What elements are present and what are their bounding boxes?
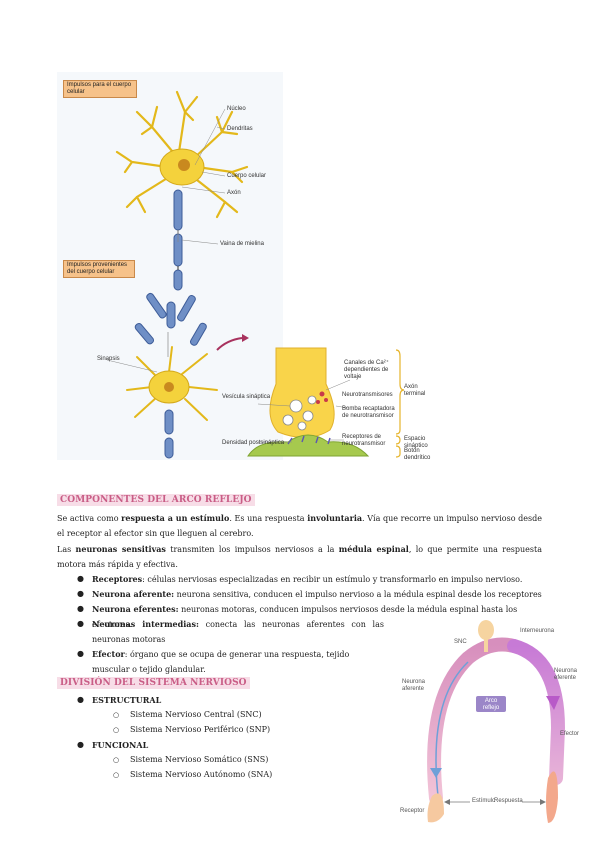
bullet-dot: ● xyxy=(77,619,84,628)
neuron-figure: Impulsos para el cuerpo celular Impulsos… xyxy=(57,72,283,460)
label-espacio: Espacio sináptico xyxy=(404,436,428,449)
bullet-dot: ● xyxy=(77,649,84,658)
label-estimulo: Estímulo xyxy=(472,798,496,804)
sub-item-sns: ○ Sistema Nervioso Somático (SNS) xyxy=(113,753,268,767)
impulse-box-middle: Impulsos provenientes del cuerpo celular xyxy=(63,260,135,278)
bullet-dot: ● xyxy=(77,604,84,613)
synapse-illustration xyxy=(247,347,405,458)
label-nucleo: Núcleo xyxy=(227,106,246,112)
label-receptores: Receptores de neurotransmisor xyxy=(342,434,386,447)
label-neurona-aferente: Neurona aferente xyxy=(402,679,426,692)
heading-division: DIVISIÓN DEL SISTEMA NERVIOSO xyxy=(57,677,250,689)
list-item-efector: ● Efector: órgano que se ocupa de genera… xyxy=(77,649,350,674)
list-item-neuronas-intermedias: ● Neuronas intermedias: conecta las neur… xyxy=(77,619,384,644)
label-interneurona: Interneurona xyxy=(520,628,555,634)
impulse-box-top: Impulsos para el cuerpo celular xyxy=(63,80,137,98)
label-efector: Efector xyxy=(560,731,580,737)
bullet-dot: ● xyxy=(77,589,84,598)
circle-bullet: ○ xyxy=(113,756,120,764)
reflex-arc-illustration xyxy=(427,620,566,823)
label-axon-terminal: Axón terminal xyxy=(404,384,426,397)
group-estructural: ● ESTRUCTURAL xyxy=(77,693,161,709)
sub-item-snc: ○ Sistema Nervioso Central (SNC) xyxy=(113,708,262,722)
sub-item-snp: ○ Sistema Nervioso Periférico (SNP) xyxy=(113,723,270,737)
heading-componentes: COMPONENTES DEL ARCO REFLEJO xyxy=(57,494,255,506)
label-snc: SNC xyxy=(454,639,467,645)
bullet-dot: ● xyxy=(77,695,84,704)
group-funcional: ● FUNCIONAL xyxy=(77,738,148,754)
label-vaina-mielina: Vaina de mielina xyxy=(220,241,264,247)
label-densidad: Densidad postsináptica xyxy=(222,440,285,446)
label-sinapsis: Sinapsis xyxy=(97,356,120,362)
label-cuerpo-celular: Cuerpo celular xyxy=(227,173,267,179)
label-dendritas: Dendritas xyxy=(227,126,253,132)
bullet-dot: ● xyxy=(77,740,84,749)
label-receptor: Receptor xyxy=(400,808,425,814)
label-boton: Botón dendrítico xyxy=(404,448,431,461)
bullet-dot: ● xyxy=(77,574,84,583)
label-canales-ca: Canales de Ca²⁺ dependientes de voltaje xyxy=(344,360,389,380)
list-item-neurona-aferente: ● Neurona aferente: neurona sensitiva, c… xyxy=(77,587,552,603)
label-respuesta: Respuesta xyxy=(494,798,523,804)
list-item-neurona-eferentes: ● Neurona eferentes: neuronas motoras, c… xyxy=(77,604,518,629)
label-arco-reflejo: Arco reflejo xyxy=(482,698,500,711)
label-bomba: Bomba recaptadora de neurotransmisor xyxy=(342,406,395,419)
paragraph-arco-reflejo: Se activa como respuesta a un estímulo. … xyxy=(57,513,542,538)
label-vesicula: Vesícula sináptica xyxy=(222,394,271,400)
label-axon: Axón xyxy=(227,190,241,196)
reflex-arc-figure: SNC Interneurona Neurona aferente Neuron… xyxy=(398,618,586,826)
circle-bullet: ○ xyxy=(113,726,120,734)
circle-bullet: ○ xyxy=(113,711,120,719)
label-neurona-eferente: Neurona eferente xyxy=(554,668,578,681)
label-neurotransmisores: Neurotransmisores xyxy=(342,392,393,398)
circle-bullet: ○ xyxy=(113,771,120,779)
paragraph-neuronas-sensitivas: Las neuronas sensitivas transmiten los i… xyxy=(57,544,543,569)
list-item-receptores: ● Receptores: células nerviosas especial… xyxy=(77,572,552,588)
sub-item-sna: ○ Sistema Nervioso Autónomo (SNA) xyxy=(113,768,272,782)
synapse-figure: Canales de Ca²⁺ dependientes de voltaje … xyxy=(218,344,430,461)
